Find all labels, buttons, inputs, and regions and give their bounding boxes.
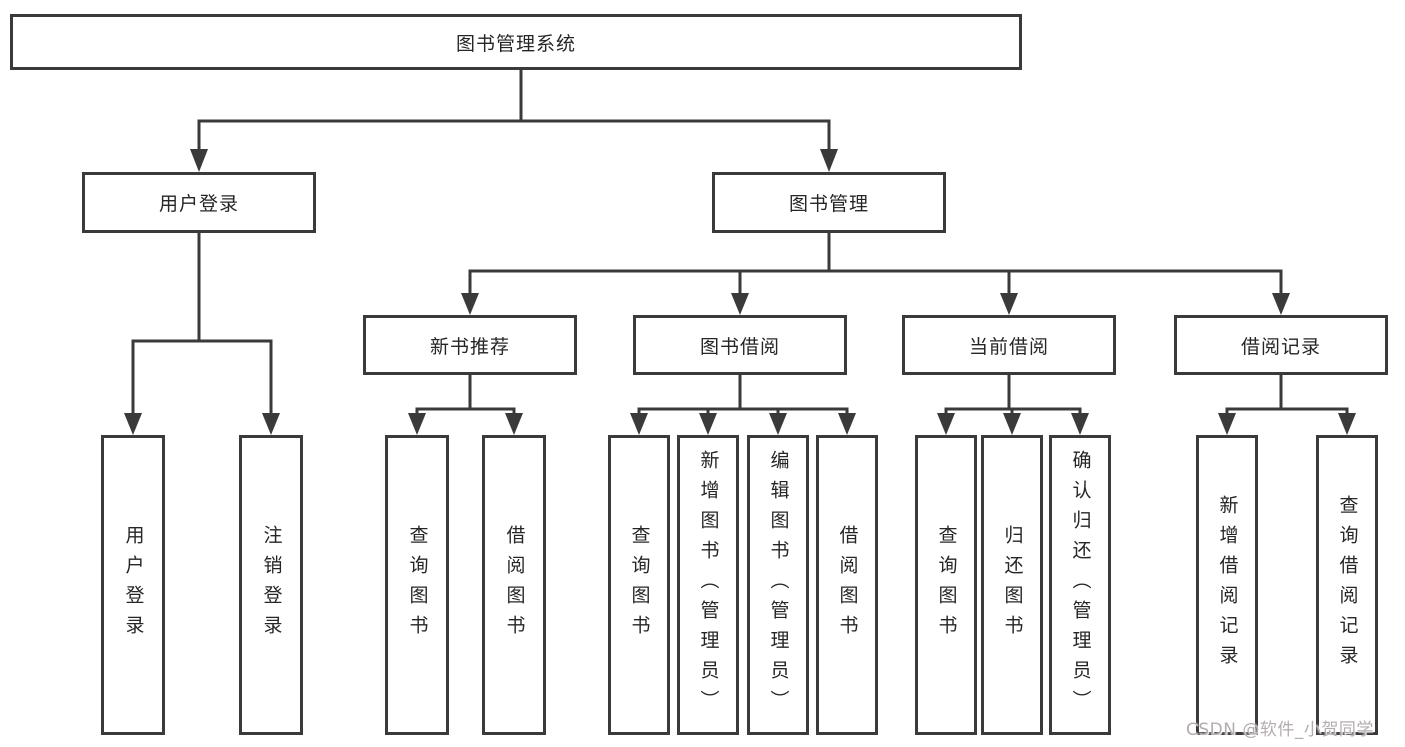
arrow-down-icon <box>124 413 142 435</box>
node-root: 图书管理系统 <box>10 14 1022 70</box>
node-label: 用户登录 <box>122 525 145 645</box>
node-borrow-records: 借阅记录 <box>1174 315 1388 375</box>
node-label: 查询图书 <box>628 525 651 645</box>
node-query-books-current: 查询图书 <box>915 435 977 735</box>
node-return-books: 归还图书 <box>981 435 1043 735</box>
node-edit-books-admin: 编辑图书（管理员） <box>747 435 809 735</box>
arrow-down-icon <box>190 149 208 172</box>
node-borrow-books-borrowing: 借阅图书 <box>816 435 878 735</box>
node-book-management: 图书管理 <box>712 172 946 233</box>
node-label: 查询借阅记录 <box>1336 495 1359 675</box>
node-new-book-recommend: 新书推荐 <box>363 315 577 375</box>
arrow-down-icon <box>699 413 717 435</box>
arrow-down-icon <box>937 413 955 435</box>
connector-borrow-records-branch <box>1218 373 1356 435</box>
arrow-down-icon <box>1272 293 1290 315</box>
arrow-down-icon <box>1218 413 1236 435</box>
node-label: 新增图书（管理员） <box>697 450 720 720</box>
csdn-watermark: CSDN @软件_小贺同学 <box>1186 720 1374 740</box>
node-label: 用户登录 <box>158 193 239 215</box>
node-label: 新增借阅记录 <box>1216 495 1239 675</box>
connector-current-borrowing-branch <box>937 373 1089 435</box>
node-query-books-newbooks: 查询图书 <box>385 435 449 735</box>
node-book-borrowing: 图书借阅 <box>633 315 847 375</box>
node-label: 编辑图书（管理员） <box>767 450 790 720</box>
arrow-down-icon <box>838 413 856 435</box>
node-label: 借阅图书 <box>836 525 859 645</box>
node-label: 归还图书 <box>1001 525 1024 645</box>
node-label: 注销登录 <box>260 525 283 645</box>
node-query-books-borrowing: 查询图书 <box>608 435 670 735</box>
arrow-down-icon <box>1003 413 1021 435</box>
arrow-down-icon <box>262 413 280 435</box>
arrow-down-icon <box>1071 413 1089 435</box>
arrow-down-icon <box>505 413 523 435</box>
connector-root-to-level2 <box>190 68 838 172</box>
node-query-borrow-record: 查询借阅记录 <box>1316 435 1378 735</box>
node-label: 图书借阅 <box>699 335 780 358</box>
node-label: 查询图书 <box>935 525 958 645</box>
arrow-down-icon <box>731 293 749 315</box>
node-user-login-leaf: 用户登录 <box>101 435 165 735</box>
node-label: 新书推荐 <box>429 335 510 358</box>
connector-new-books-branch <box>408 373 523 435</box>
connector-book-management-branch <box>461 231 1290 315</box>
node-label: 图书管理 <box>788 193 869 215</box>
arrow-down-icon <box>769 413 787 435</box>
node-label: 借阅图书 <box>503 525 526 645</box>
node-label: 查询图书 <box>406 525 429 645</box>
arrow-down-icon <box>1338 413 1356 435</box>
arrow-down-icon <box>461 293 479 315</box>
node-current-borrowing: 当前借阅 <box>902 315 1116 375</box>
node-label: 图书管理系统 <box>455 32 576 55</box>
connector-book-borrowing-branch <box>630 373 856 435</box>
node-borrow-books-newbooks: 借阅图书 <box>482 435 546 735</box>
node-add-borrow-record: 新增借阅记录 <box>1196 435 1258 735</box>
node-confirm-return-admin: 确认归还（管理员） <box>1049 435 1111 735</box>
connector-user-login-branch <box>124 231 280 435</box>
node-add-books-admin: 新增图书（管理员） <box>677 435 739 735</box>
arrow-down-icon <box>820 149 838 172</box>
node-label: 借阅记录 <box>1240 335 1321 358</box>
node-label: 确认归还（管理员） <box>1069 450 1092 720</box>
arrow-down-icon <box>630 413 648 435</box>
node-label: 当前借阅 <box>968 335 1049 358</box>
node-user-login: 用户登录 <box>82 172 316 233</box>
node-logout-leaf: 注销登录 <box>239 435 303 735</box>
arrow-down-icon <box>408 413 426 435</box>
arrow-down-icon <box>1000 293 1018 315</box>
